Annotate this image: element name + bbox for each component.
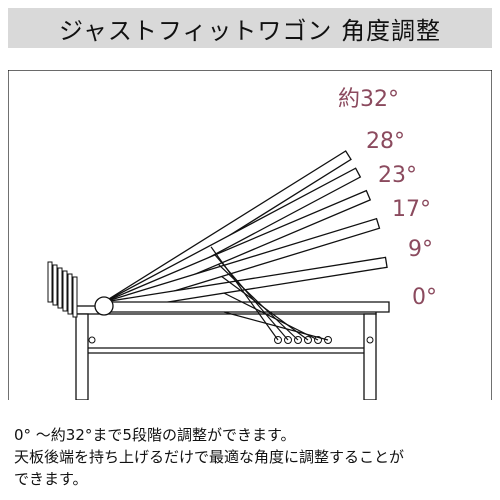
angle-label-23: 23° xyxy=(378,163,417,188)
support-arm xyxy=(217,263,299,341)
wagon-base xyxy=(75,305,377,400)
board-0deg xyxy=(103,301,390,313)
page-title: ジャストフィットワゴン 角度調整 xyxy=(59,16,441,45)
angle-label-17: 17° xyxy=(392,197,431,222)
rear-plate xyxy=(67,273,73,315)
tilted-boards xyxy=(94,150,390,316)
rear-plate xyxy=(72,276,78,318)
support-pivots xyxy=(210,246,332,344)
hinge xyxy=(94,296,114,316)
angle-labels: 約32° 28° 23° 17° 9° 0° xyxy=(338,87,437,310)
support-arm xyxy=(223,311,329,341)
angle-adjustment-illustration: 約32° 28° 23° 17° 9° 0° xyxy=(8,70,492,400)
rear-plates xyxy=(47,261,78,318)
caption: 0° ～約32°まで5段階の調整ができます。 天板後端を持ち上げるだけで最適な角… xyxy=(14,424,494,490)
support-arm xyxy=(221,275,309,341)
caption-line-1: 0° ～約32°まで5段階の調整ができます。 xyxy=(14,426,296,444)
support-arm xyxy=(223,292,319,341)
angle-label-0: 0° xyxy=(412,285,437,310)
rear-plate xyxy=(52,264,58,306)
title-bar: ジャストフィットワゴン 角度調整 xyxy=(8,8,492,48)
caption-line-2: 天板後端を持ち上げるだけで最適な角度に調整することが xyxy=(14,448,405,466)
rear-plate xyxy=(47,261,53,303)
caption-line-3: できます。 xyxy=(14,470,88,488)
rear-plate xyxy=(62,270,68,312)
rear-plate xyxy=(57,267,63,309)
angle-label-28: 28° xyxy=(366,129,405,154)
angle-label-9: 9° xyxy=(408,237,433,262)
angle-label-32: 約32° xyxy=(338,87,399,112)
